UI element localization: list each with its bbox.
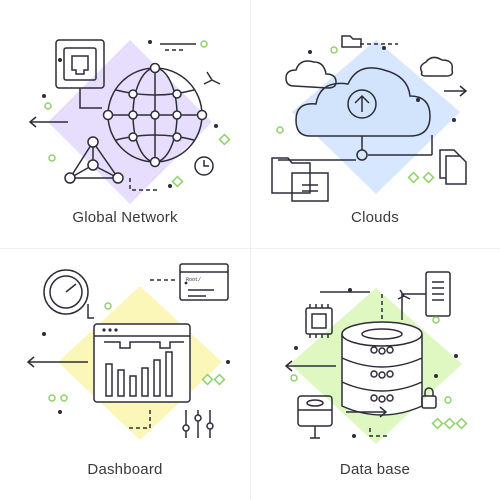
dashboard-chart-icon xyxy=(26,263,229,438)
database-illustration xyxy=(284,271,468,444)
caption-database: Data base xyxy=(339,461,411,478)
caption-clouds: Clouds xyxy=(351,209,399,226)
vertical-divider xyxy=(250,0,251,500)
decor-dots xyxy=(294,288,458,438)
decor-dots xyxy=(42,40,218,188)
decor-green-shapes xyxy=(48,302,226,402)
decor-green-shapes xyxy=(44,40,231,188)
decor-dots xyxy=(42,281,230,414)
terminal-window-text: Root/ xyxy=(186,277,201,283)
tile-global-network: Global Network xyxy=(0,0,250,250)
horizontal-divider xyxy=(0,248,500,249)
clouds-illustration xyxy=(271,35,468,202)
database-server-icon xyxy=(284,271,451,439)
caption-global-network: Global Network xyxy=(72,209,178,226)
caption-dashboard: Dashboard xyxy=(87,461,163,478)
dashboard-illustration: Root/ xyxy=(26,263,230,440)
tile-database: Data base xyxy=(250,250,500,500)
globe-nodes xyxy=(64,62,208,184)
decor-dots xyxy=(308,46,456,122)
decor-green-shapes xyxy=(276,46,435,184)
cloud-upload-icon xyxy=(271,35,468,202)
decor-green-shapes xyxy=(290,316,468,430)
global-network-illustration xyxy=(28,39,231,204)
tile-dashboard: Root/ Dashboard xyxy=(0,250,250,500)
tile-clouds: Clouds xyxy=(250,0,500,250)
